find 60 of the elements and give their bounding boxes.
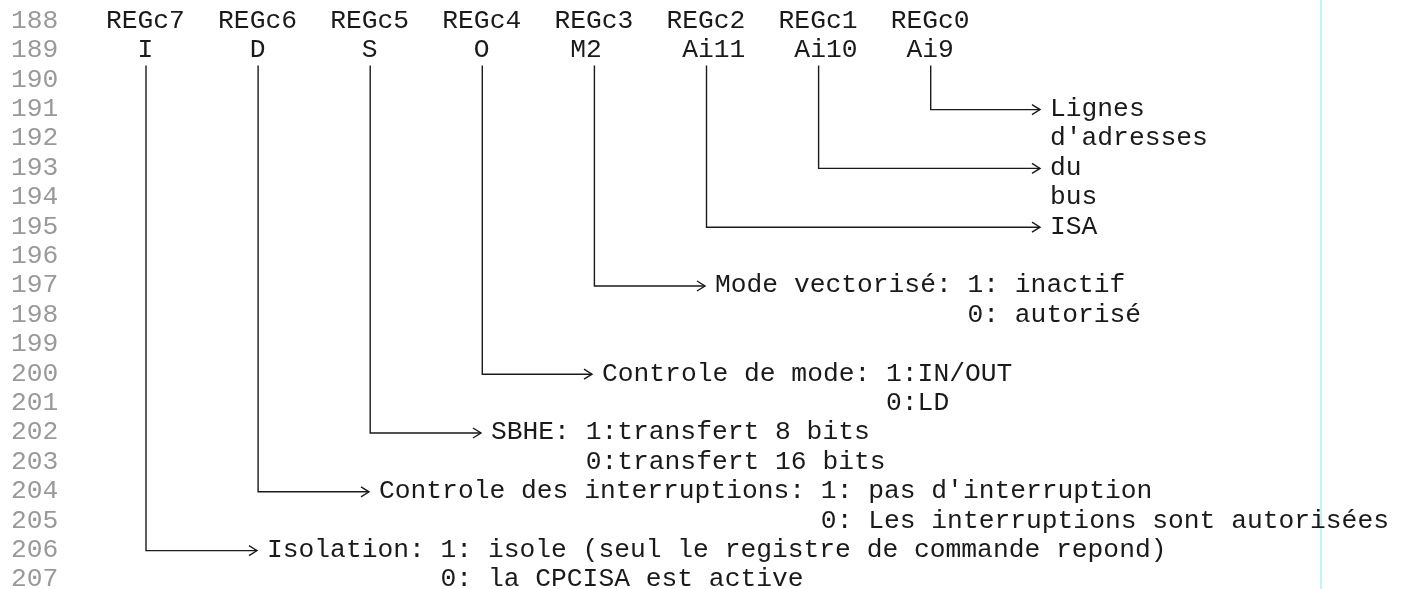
register-name: REGc6	[218, 6, 297, 37]
value-description: 1:IN/OUT	[886, 359, 1013, 389]
register-name: REGc2	[666, 6, 746, 37]
register-name: REGc7	[106, 6, 185, 37]
line-number: 191	[11, 94, 59, 125]
bit-name: D	[249, 36, 266, 66]
line-number: 200	[11, 359, 59, 389]
line-number: 206	[11, 535, 59, 566]
value-description: 0: Les interruptions sont autorisées	[820, 506, 1389, 536]
bit-name: Ai9	[906, 36, 954, 66]
line-number: 202	[11, 418, 59, 448]
value-description: 0: autorisé	[967, 300, 1142, 331]
arrow	[257, 64, 370, 498]
bit-name: S	[361, 36, 378, 66]
line-number: 188	[11, 6, 59, 37]
value-description: 0: la CPCISA est active	[440, 565, 804, 589]
line-number: 193	[11, 153, 59, 184]
register-name: REGc4	[442, 6, 522, 37]
field-name: Controle de mode:	[602, 359, 871, 391]
register-name: REGc3	[554, 6, 634, 37]
line-number: 192	[11, 124, 59, 154]
value-description: 0:LD	[886, 388, 950, 419]
bus-description: Lignes d'adresses du bus ISA	[1050, 93, 1208, 242]
arrow	[145, 64, 258, 557]
arrow	[817, 64, 1041, 175]
value-description: 1: pas d'interruption	[820, 477, 1153, 507]
bit-name: I	[137, 36, 154, 66]
line-number: 198	[11, 300, 59, 331]
bit-name: M2	[570, 36, 602, 66]
field-name: SBHE:	[491, 418, 570, 450]
line-number: 190	[11, 65, 59, 95]
line-number: 194	[11, 183, 59, 213]
line-number: 199	[11, 330, 59, 360]
arrow	[369, 64, 482, 439]
line-number: 203	[11, 447, 59, 478]
line-number: 201	[11, 388, 59, 419]
arrow	[930, 64, 1041, 116]
register-name: REGc5	[330, 6, 410, 37]
line-number: 204	[11, 477, 59, 507]
line-number: 197	[11, 271, 59, 301]
bit-name: Ai11	[682, 36, 746, 66]
bit-name: O	[473, 36, 490, 66]
value-description: 1:transfert 8 bits	[585, 418, 870, 448]
line-number: 195	[11, 212, 59, 242]
value-description: 1: inactif	[967, 271, 1126, 301]
arrow	[705, 64, 1041, 233]
line-number: 196	[11, 241, 59, 272]
arrow	[593, 64, 706, 292]
register-name: REGc1	[778, 6, 858, 37]
line-number: 205	[11, 506, 59, 536]
value-description: 0:transfert 16 bits	[585, 447, 886, 478]
arrow	[481, 64, 593, 380]
field-name: Isolation:	[267, 535, 425, 567]
field-name: Mode vectorisé:	[715, 271, 952, 303]
value-description: 1: isole (seul le registre de commande repond)	[440, 535, 1167, 566]
line-number: 189	[11, 36, 59, 66]
register-name: REGc0	[890, 6, 970, 37]
line-number: 207	[11, 565, 59, 589]
bit-name: Ai10	[794, 36, 858, 66]
field-name: Controle des interruptions:	[379, 477, 806, 509]
